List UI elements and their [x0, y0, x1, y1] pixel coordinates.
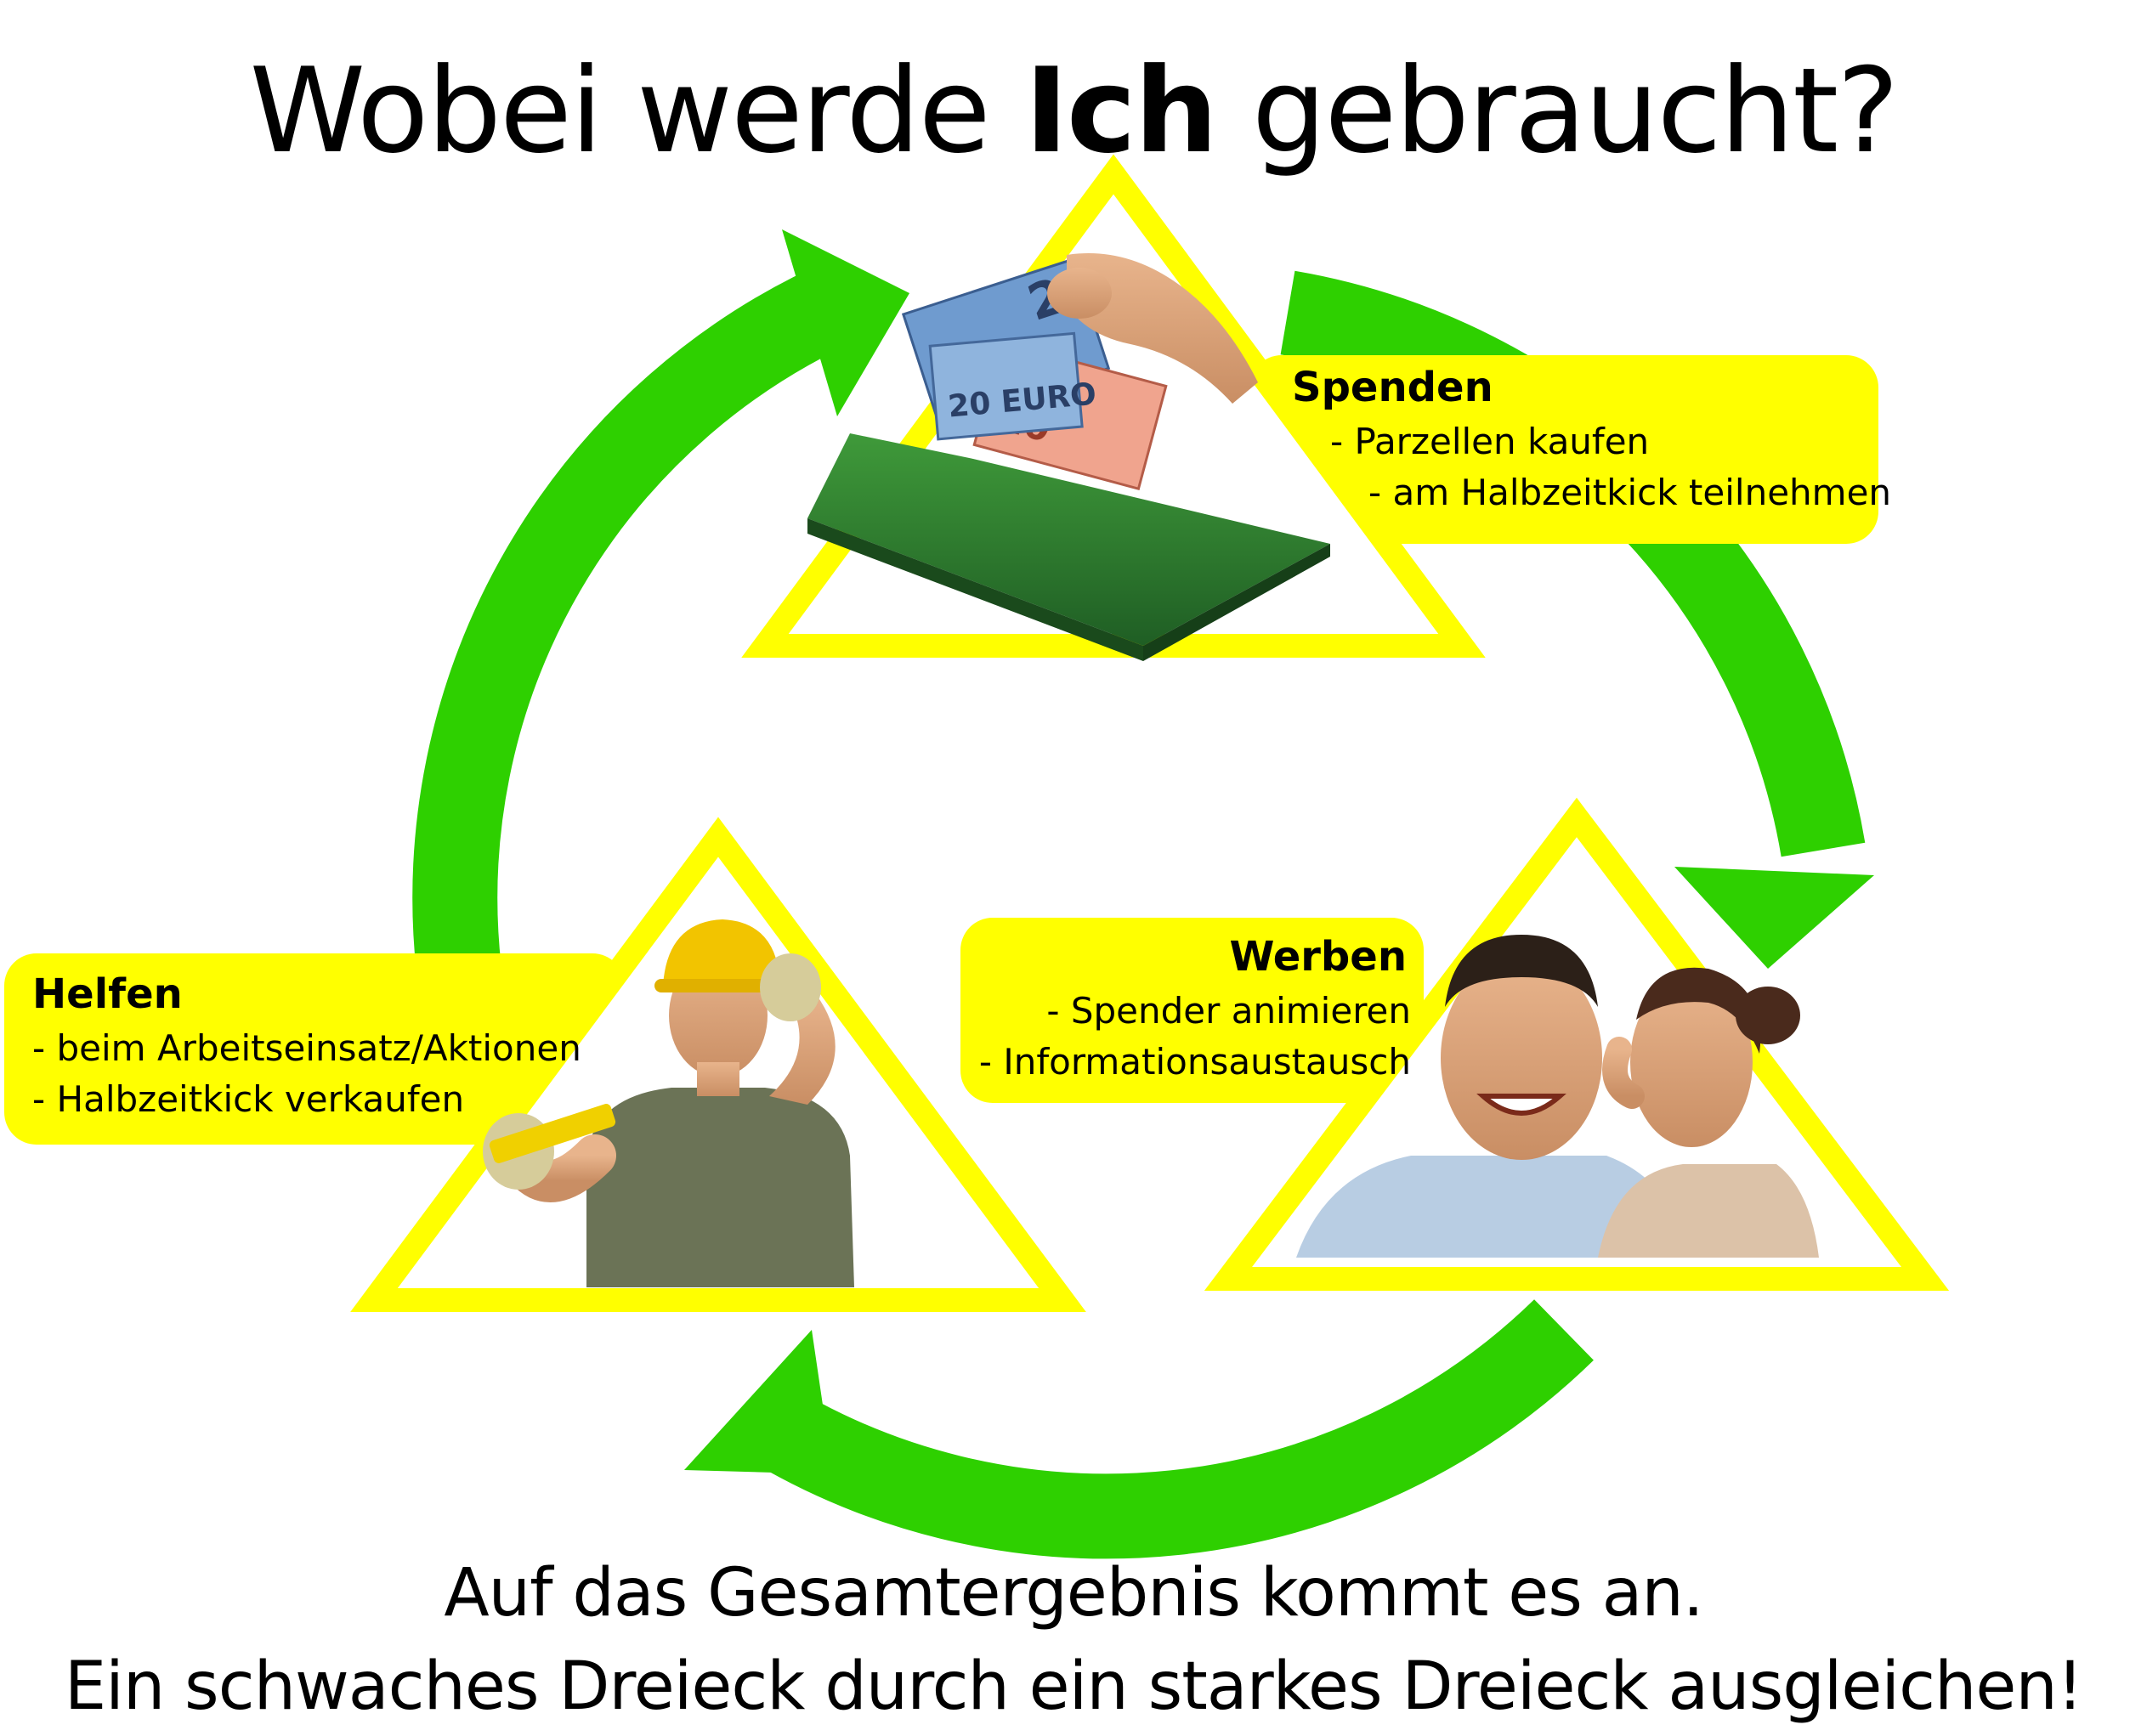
footer-line-2: Ein schwaches Dreieck durch ein starkes … [64, 1648, 2083, 1725]
spenden-text: Spenden - Parzellen kaufen - am Halbzeit… [1292, 364, 1891, 518]
arrow-left-arc [412, 258, 867, 975]
werben-item-2: - Informationsaustausch [978, 1041, 1411, 1083]
money-grass-photo-icon: 20 10 20 EURO [807, 253, 1330, 661]
arrow-bottom-head [684, 1330, 833, 1474]
spenden-item-1: - Parzellen kaufen [1330, 421, 1650, 462]
arrow-right-head [1674, 867, 1874, 969]
arrow-left-head [782, 229, 909, 416]
werben-text: Werben - Spender animieren - Information… [969, 933, 1411, 1088]
spenden-item-2: - am Halbzeitkick teilnehmen [1368, 472, 1892, 513]
helfen-item-1: - beim Arbeitseinsatz/Aktionen [32, 1027, 581, 1069]
werben-heading: Werben [1229, 933, 1407, 981]
werben-item-1: - Spender animieren [1046, 990, 1411, 1032]
construction-worker-photo-icon [483, 919, 854, 1287]
helfen-box [4, 953, 625, 1145]
whispering-couple-photo-icon [1296, 935, 1819, 1258]
spenden-heading: Spenden [1292, 364, 1493, 411]
page-title: Wobei werde Ich gebraucht? [249, 42, 1900, 179]
werben-box [960, 918, 1424, 1103]
triangle-helfen [350, 817, 1086, 1312]
spenden-box [1249, 355, 1878, 544]
triangle-spenden: 20 10 20 EURO [741, 154, 1486, 661]
helfen-heading: Helfen [32, 970, 183, 1018]
triangle-werben [1204, 797, 1950, 1291]
helfen-text: Helfen - beim Arbeitseinsatz/Aktionen - … [32, 970, 581, 1125]
helfen-item-2: - Halbzeitkick verkaufen [32, 1078, 465, 1120]
title-bold-word: Ich [1024, 42, 1218, 179]
arrow-bottom-arc [734, 1299, 1594, 1559]
footer-line-1: Auf das Gesamtergebnis kommt es an. [444, 1555, 1703, 1631]
